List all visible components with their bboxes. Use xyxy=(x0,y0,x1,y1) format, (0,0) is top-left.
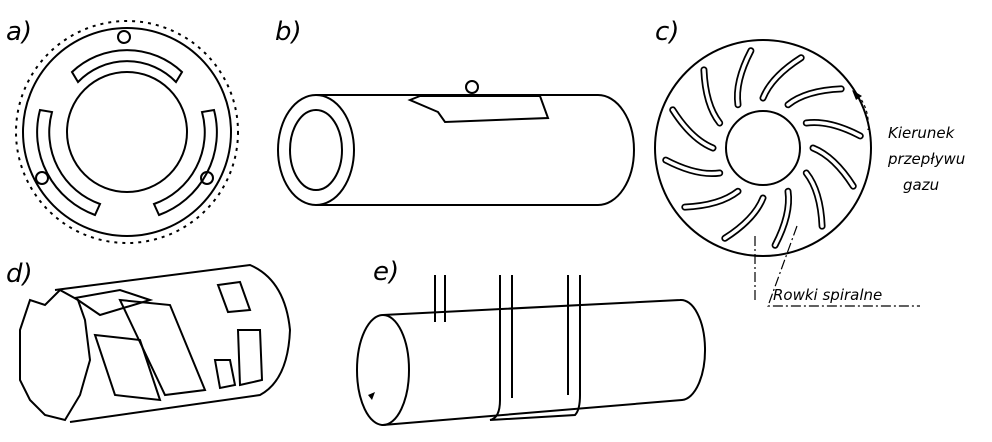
groove-inner xyxy=(786,87,843,107)
slot-left xyxy=(36,108,102,217)
outer-circle xyxy=(22,27,232,237)
panel-e-shaft-clamp: e) xyxy=(356,257,707,426)
groove-2 xyxy=(93,333,162,402)
slot-right xyxy=(152,108,218,217)
strap-left xyxy=(434,275,446,322)
groove-inner xyxy=(723,196,765,241)
groove-inner xyxy=(811,146,856,188)
groove xyxy=(759,54,805,102)
label-b: b) xyxy=(275,17,302,47)
hole-top xyxy=(117,30,131,44)
groove-inner xyxy=(670,108,715,150)
groove-inner xyxy=(735,48,753,107)
groove-4 xyxy=(216,280,252,314)
panel-c-disc: c) Kierunek przepływu gazu Rowki spiraln… xyxy=(654,17,965,307)
groove-inner xyxy=(804,120,863,138)
panel-d-grooved-cylinder: d) xyxy=(6,259,292,423)
grooves-label: Rowki spiralne xyxy=(773,286,882,304)
flow-arrow xyxy=(857,94,869,131)
sleeve-end-inner xyxy=(289,109,343,191)
end-face xyxy=(19,288,92,422)
groove-3 xyxy=(118,298,207,397)
mark-icon xyxy=(368,392,375,400)
cylinder-body xyxy=(54,263,292,423)
slot-top xyxy=(70,49,184,84)
groove-inner xyxy=(702,68,722,125)
sleeve-body xyxy=(316,94,635,206)
label-d: d) xyxy=(6,259,33,289)
hole-left xyxy=(35,171,49,185)
label-c: c) xyxy=(655,17,679,47)
label-e: e) xyxy=(373,257,399,287)
groove-inner xyxy=(761,55,803,100)
disc-outer xyxy=(654,39,872,257)
flow-label-2: przepływu xyxy=(887,150,965,168)
shaft-end xyxy=(356,314,410,426)
key xyxy=(407,95,550,124)
groove-inner xyxy=(683,189,740,209)
hatching xyxy=(15,20,239,244)
bore-circle xyxy=(66,71,188,193)
panel-a-ring: a) xyxy=(6,17,239,244)
panel-b-sleeve: b) xyxy=(275,17,635,206)
strap-band xyxy=(489,275,581,421)
groove xyxy=(809,144,857,190)
groove-5 xyxy=(236,329,264,387)
spiral-grooves xyxy=(662,47,864,249)
groove-1 xyxy=(72,288,154,317)
flow-label-3: gazu xyxy=(903,176,939,194)
pin xyxy=(465,80,479,94)
groove-inner xyxy=(773,189,791,248)
groove xyxy=(669,106,717,152)
groove-6 xyxy=(213,359,237,390)
groove xyxy=(721,194,767,242)
leader-2 xyxy=(767,225,920,307)
shaft-body xyxy=(382,298,707,426)
label-a: a) xyxy=(6,17,32,47)
flow-label-1: Kierunek xyxy=(888,124,956,142)
hole-right xyxy=(200,171,214,185)
groove-inner xyxy=(804,171,824,228)
arrow-head-icon xyxy=(852,90,862,100)
groove-inner xyxy=(663,158,722,176)
disc-bore xyxy=(725,110,801,186)
